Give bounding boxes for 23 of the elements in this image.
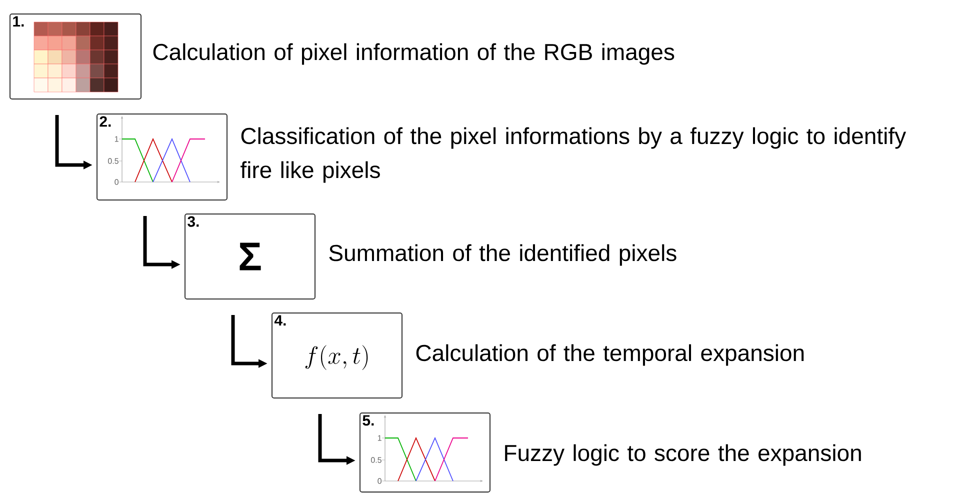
tick-label: 0 xyxy=(378,478,382,484)
step-box xyxy=(360,412,490,492)
sigma-symbol: Σ xyxy=(240,242,261,270)
step-description: Classification of the pixel informations by a fuzzy logic to identify fire like pixels xyxy=(240,127,906,183)
step-description: Fuzzy logic to score the expansion xyxy=(505,444,861,466)
tick-label: 1 xyxy=(378,435,382,441)
tick-label: 0.5 xyxy=(371,457,382,463)
step-description: Calculation of the temporal expansion xyxy=(416,344,804,366)
step-number: 5. xyxy=(362,415,374,426)
step-number: 2. xyxy=(100,116,111,127)
step-description: Summation of the identified pixels xyxy=(329,244,676,266)
formula: $f(x,t)$ xyxy=(305,345,368,370)
step-box xyxy=(96,114,228,200)
step-number: 3. xyxy=(188,216,199,227)
step-box xyxy=(10,14,142,100)
step-description: Calculation of pixel information of the RGB images xyxy=(153,43,674,65)
step-number: 4. xyxy=(274,315,286,326)
step-box xyxy=(272,312,402,398)
step-box xyxy=(184,214,316,300)
tick-label: 0.5 xyxy=(108,158,118,164)
tick-label: 1 xyxy=(114,136,118,142)
step-number: 1. xyxy=(13,16,24,27)
tick-label: 0 xyxy=(114,179,118,185)
